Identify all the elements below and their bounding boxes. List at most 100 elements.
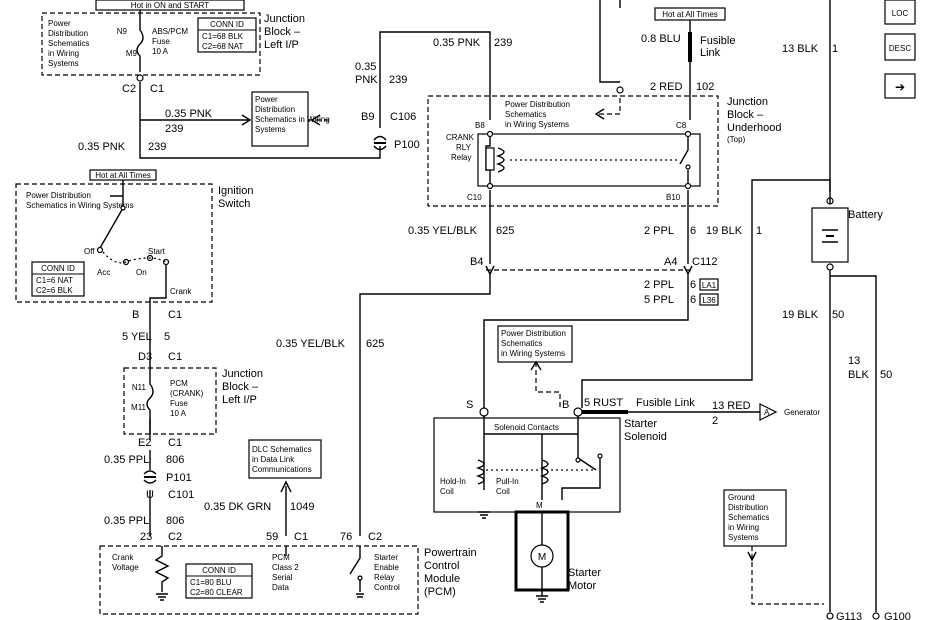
wire-w11: 2 PPL — [644, 279, 674, 291]
conn-b4: B4 — [470, 256, 483, 268]
jb-under-top: (Top) — [727, 135, 746, 144]
wire-w20n: 1049 — [290, 501, 314, 513]
pds-2-line1: Power — [255, 95, 278, 104]
ground-dist-l2: Distribution — [728, 503, 768, 512]
desc-button-label: DESC — [889, 44, 911, 53]
conn-id-1-c2: C2=68 NAT — [202, 42, 244, 51]
pds-2-line4: Systems — [255, 125, 286, 134]
pcm-class2-l1: PCM — [272, 553, 290, 562]
conn-p76: 76 — [340, 531, 352, 543]
pcm-relay-l4: Control — [374, 583, 400, 592]
abs-fuse-line2: Fuse — [152, 37, 170, 46]
pds-1-line4: in Wiring — [48, 49, 79, 58]
loc-button[interactable]: LOC — [884, 0, 916, 25]
wire-yel-blk-625 — [359, 274, 491, 536]
wire-w11n: 6 — [690, 279, 696, 291]
badge-l36: L36 — [702, 296, 716, 305]
wire-w20: 0.35 DK GRN — [204, 501, 271, 513]
jb-left2-title-3: Left I/P — [222, 394, 257, 406]
pds-5-line2: Schematics — [501, 339, 542, 348]
pin-c10: C10 — [467, 193, 482, 202]
conn-c2: C2 — [122, 83, 136, 95]
ign-title-2: Switch — [218, 198, 250, 210]
wire-w7n: 1 — [832, 43, 838, 55]
pin-c8: C8 — [676, 121, 687, 130]
jb-under-title-2: Block – — [727, 109, 764, 121]
conn-c101: C101 — [168, 489, 194, 501]
pds-4-line1: Power Distribution — [26, 191, 91, 200]
pcm-class2-l2: Class 2 — [272, 563, 299, 572]
conn-g113: G113 — [836, 611, 862, 620]
conn-e2: E2 — [138, 437, 151, 449]
hold-in-l1: Hold-In — [440, 477, 466, 486]
conn-b9: B9 — [361, 111, 374, 123]
wire-w4n: 239 — [494, 37, 512, 49]
pin-b10: B10 — [666, 193, 681, 202]
conn-s: S — [466, 399, 473, 411]
wire-w16b: BLK — [848, 369, 869, 381]
conn-id-1-box — [197, 17, 257, 53]
conn-p59: 59 — [266, 531, 278, 543]
fusible-link-1-l1: Fusible — [700, 35, 735, 47]
wire-w16: 13 — [848, 355, 860, 367]
conn-sb: B — [562, 399, 569, 411]
wire-w5: 0.8 BLU — [641, 33, 681, 45]
wire-w7: 13 BLK — [782, 43, 819, 55]
gen-a: A — [764, 408, 770, 417]
pds-1-line1: Power — [48, 19, 71, 28]
ignition-switch: Hot at All Times Power Distribution Sche… — [15, 169, 253, 303]
wire-w14n: 625 — [366, 338, 384, 350]
pds-3-line1: Power Distribution — [505, 100, 570, 109]
conn-c1e: C1 — [294, 531, 308, 543]
crank-fuse-l2: (CRANK) — [170, 389, 204, 398]
pds-4-line2: Schematics in Wiring Systems — [26, 201, 134, 210]
conn-c1d: C1 — [168, 437, 182, 449]
motor-m: M — [538, 552, 546, 563]
pds-1-line5: Systems — [48, 59, 79, 68]
next-button[interactable]: ➔ — [884, 73, 916, 99]
ign-on: On — [136, 268, 147, 277]
jb-under-title-1: Junction — [727, 96, 768, 108]
generator-label: Generator — [784, 408, 820, 417]
pds-5-box — [497, 325, 573, 363]
wire-w18: 13 RED — [712, 400, 751, 412]
wire-w15: 19 BLK — [782, 309, 819, 321]
conn-c1: C1 — [150, 83, 164, 95]
wire-w10n: 1 — [756, 225, 762, 237]
pds-2-line2: Distribution — [255, 105, 295, 114]
wire-w21n: 806 — [166, 515, 184, 527]
conn-id-3-c2: C2=80 CLEAR — [190, 588, 243, 597]
next-arrow-icon: ➔ — [895, 80, 905, 94]
wire-w12: 5 PPL — [644, 294, 674, 306]
wire-w21: 0.35 PPL — [104, 515, 149, 527]
wire-w18n: 2 — [712, 415, 718, 427]
jb-left2-title-2: Block – — [222, 381, 259, 393]
pin-n11: N11 — [132, 383, 147, 392]
starter-solenoid-l2: Solenoid — [624, 431, 667, 443]
pcm-module: Crank Voltage CONN ID C1=80 BLU C2=80 CL… — [99, 545, 477, 615]
conn-id-3-title: CONN ID — [202, 566, 236, 575]
abs-fuse-symbol — [136, 10, 144, 72]
pin-n9: N9 — [117, 27, 128, 36]
pds-5-line1: Power Distribution — [501, 329, 566, 338]
fusible-link-2: Fusible Link — [636, 397, 695, 409]
wire-w13n: 5 — [164, 331, 170, 343]
crank-relay-l2: RLY — [456, 143, 472, 152]
jb-left-title-3: Left I/P — [264, 39, 299, 51]
conn-c2b: C2 — [168, 531, 182, 543]
conn-id-2-c1: C1=6 NAT — [36, 276, 73, 285]
conn-c1b: C1 — [168, 309, 182, 321]
conn-p23: 23 — [140, 531, 152, 543]
crank-relay-l3: Relay — [451, 153, 471, 162]
pcm-class2-l3: Serial — [272, 573, 293, 582]
ground-dist-l3: Schematics — [728, 513, 769, 522]
pds-1-line3: Schematics — [48, 39, 89, 48]
pcm-title-2: Control — [424, 560, 459, 572]
hold-in-l2: Coil — [440, 487, 454, 496]
conn-c2c: C2 — [368, 531, 382, 543]
ground-dist-l4: in Wiring — [728, 523, 759, 532]
jb-left-title-1: Junction — [264, 13, 305, 25]
wire-w2n: 239 — [148, 141, 166, 153]
desc-button[interactable]: DESC — [884, 33, 916, 61]
crank-fuse-l1: PCM — [170, 379, 188, 388]
